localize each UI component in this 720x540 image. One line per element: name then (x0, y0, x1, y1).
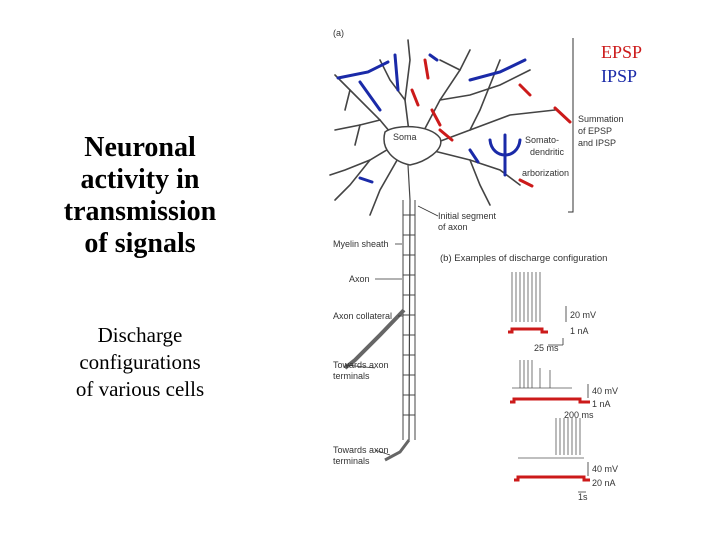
trace-2-current: 1 nA (592, 399, 611, 409)
epsp-terminal (518, 178, 534, 188)
axon-collateral-label: Axon collateral (333, 311, 392, 321)
initial-segment-line: of axon (438, 222, 468, 232)
soma-label: Soma (393, 132, 417, 142)
initial-segment-leader (417, 205, 439, 217)
myelin-nodes (403, 214, 415, 416)
subtitle-line: Discharge (97, 323, 183, 347)
towards2-leader (374, 449, 391, 456)
axon (343, 164, 416, 462)
dendrite-branch (334, 119, 381, 131)
trace-3-voltage: 40 mV (592, 464, 618, 474)
ipsp-terminal (468, 58, 527, 82)
title-line: transmission (63, 196, 217, 227)
towards-terminals-2-line: Towards axon (333, 445, 389, 455)
trace-1-voltage: 20 mV (570, 310, 596, 320)
myelin-sheath (402, 200, 416, 440)
axon-core (407, 164, 411, 441)
dendrite-branch (329, 144, 396, 176)
subtitle-line: of various cells (75, 377, 205, 401)
dendrite-tree (329, 39, 556, 216)
trace-3: 40 mV 20 nA 1s (514, 418, 618, 502)
title-line: of signals (84, 228, 196, 259)
legend: EPSP IPSP (601, 40, 642, 88)
initial-segment-line: Initial segment (438, 211, 497, 221)
trace-1-current: 1 nA (570, 326, 589, 336)
ipsp-terminal (393, 53, 400, 92)
towards-terminals-1-line: Towards axon (333, 360, 389, 370)
summation-bracket (568, 38, 574, 213)
ipsp-terminal (488, 138, 522, 157)
panel-a-label: (a) (333, 28, 344, 38)
trace-3-scalebar (578, 462, 589, 493)
legend-epsp: EPSP (601, 42, 643, 62)
axon-terminal (384, 439, 411, 462)
summation-line: of EPSP (578, 126, 612, 136)
somatodendritic-line: Somato- (525, 135, 559, 145)
ipsp-terminal (358, 80, 382, 112)
trace-1-spikes (511, 272, 541, 322)
epsp-terminal (410, 88, 420, 107)
trace-1-scalebar (548, 306, 567, 346)
ipsp-terminal (428, 53, 439, 62)
ipsp-terminal (358, 176, 374, 184)
trace-1: 20 mV 1 nA 25 ms (508, 272, 596, 353)
trace-3-current-step (514, 475, 590, 482)
epsp-terminal (553, 106, 572, 124)
dendrite-branch (419, 49, 471, 139)
summation-line: Summation (578, 114, 624, 124)
dendrite-branch (404, 39, 411, 141)
legend-ipsp: IPSP (601, 66, 638, 86)
towards-terminals-2-line: terminals (333, 456, 370, 466)
trace-3-time: 1s (578, 492, 588, 502)
ipsp-terminal (336, 60, 390, 80)
somatodendritic-line: dendritic (530, 147, 565, 157)
panel-b-label: (b) Examples of discharge configuration (440, 253, 607, 264)
dendrite-branch (469, 159, 491, 206)
ipsp-terminal (468, 148, 480, 164)
dendrite-branch (439, 69, 531, 101)
dendrite-branch (429, 149, 521, 186)
excitatory-synapses (410, 58, 572, 188)
dendrite-branch (334, 159, 371, 201)
trace-2-spikes (519, 360, 551, 388)
slide-subtitle: Discharge configurations of various cell… (40, 322, 240, 403)
trace-1-time: 25 ms (534, 343, 559, 353)
title-line: Neuronal (84, 132, 196, 163)
epsp-terminal (438, 128, 454, 142)
trace-2-current-step (510, 397, 590, 404)
trace-1-current-step (508, 327, 548, 334)
myelin-label: Myelin sheath (333, 239, 389, 249)
towards1-leader (344, 364, 376, 369)
summation-line: and IPSP (578, 138, 616, 148)
title-line: activity in (80, 164, 200, 195)
trace-2: 40 mV 1 nA 200 ms (510, 360, 618, 420)
dendrite-branch (469, 59, 501, 131)
trace-3-spikes (555, 418, 581, 455)
trace-3-current: 20 nA (592, 478, 616, 488)
trace-2-voltage: 40 mV (592, 386, 618, 396)
dendrite-branch (354, 124, 361, 146)
dendrite-branch (369, 154, 401, 216)
slide-title: Neuronal activity in transmission of sig… (30, 132, 250, 260)
towards-terminals-1-line: terminals (333, 371, 370, 381)
epsp-terminal (430, 108, 442, 127)
axon-collateral (343, 308, 406, 370)
soma (383, 125, 442, 166)
epsp-terminal (423, 58, 430, 80)
trace-2-time: 200 ms (564, 410, 594, 420)
dendrite-branch (379, 59, 406, 101)
inhibitory-synapses (336, 53, 527, 184)
dendrite-branch (439, 59, 461, 71)
somatodendritic-line: arborization (522, 168, 569, 178)
subtitle-line: configurations (79, 350, 201, 374)
axon-label: Axon (349, 274, 370, 284)
dendrite-branch (344, 89, 351, 111)
epsp-terminal (518, 83, 532, 97)
